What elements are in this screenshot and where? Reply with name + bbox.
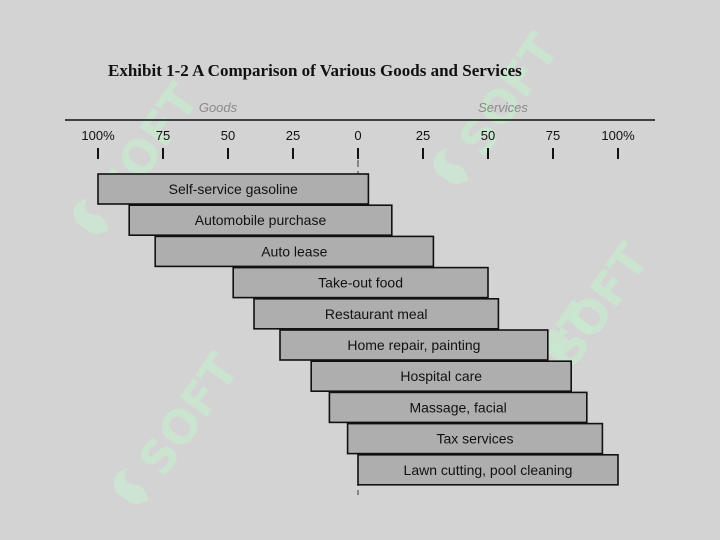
bar-restaurant-meal [253, 297, 500, 330]
bar-label: Home repair, painting [347, 337, 480, 353]
bar-massage-facial [328, 391, 588, 424]
bar-label: Take-out food [318, 275, 403, 291]
chart-title: Exhibit 1-2 A Comparison of Various Good… [108, 61, 522, 80]
axis-ticks: 100% 75 50 25 0 25 50 75 100% [81, 128, 635, 159]
watermark-mark [73, 198, 109, 234]
tick-label: 25 [286, 128, 300, 143]
watermark-text: SOFT [128, 343, 250, 485]
bar-label: Restaurant meal [325, 306, 428, 322]
bar-label: Auto lease [261, 243, 327, 259]
bar-label: Lawn cutting, pool cleaning [404, 462, 573, 478]
bar-take-out-food [232, 266, 489, 299]
watermark-mark [433, 148, 469, 184]
bar-self-service-gasoline [97, 173, 370, 205]
watermark-logo: SOFT [113, 343, 250, 504]
tick-label: 100% [601, 128, 635, 143]
watermark-text: SOFT [538, 233, 660, 375]
tick-label: 75 [546, 128, 560, 143]
tick-label: 0 [354, 128, 361, 143]
bar-label: Self-service gasoline [169, 181, 298, 197]
bar-label: Hospital care [400, 368, 482, 384]
watermark-mark [113, 468, 149, 504]
tick-label: 75 [156, 128, 170, 143]
bar-automobile-purchase [128, 204, 393, 236]
services-side-label: Services [478, 100, 528, 115]
goods-side-label: Goods [199, 100, 238, 115]
bar-lawn-cutting-pool-cleaning [357, 453, 619, 486]
tick-label: 50 [221, 128, 235, 143]
bar-home-repair-painting [279, 329, 549, 361]
bar-label: Automobile purchase [195, 212, 327, 228]
bar-label: Massage, facial [409, 399, 506, 415]
bar-label: Tax services [436, 431, 513, 447]
bar-auto-lease [154, 235, 435, 268]
bar-tax-services [346, 422, 604, 455]
watermark-text: SOFT [448, 23, 570, 165]
tick-label: 100% [81, 128, 115, 143]
tick-label: 50 [481, 128, 495, 143]
bar-hospital-care [310, 360, 573, 393]
tick-label: 25 [416, 128, 430, 143]
